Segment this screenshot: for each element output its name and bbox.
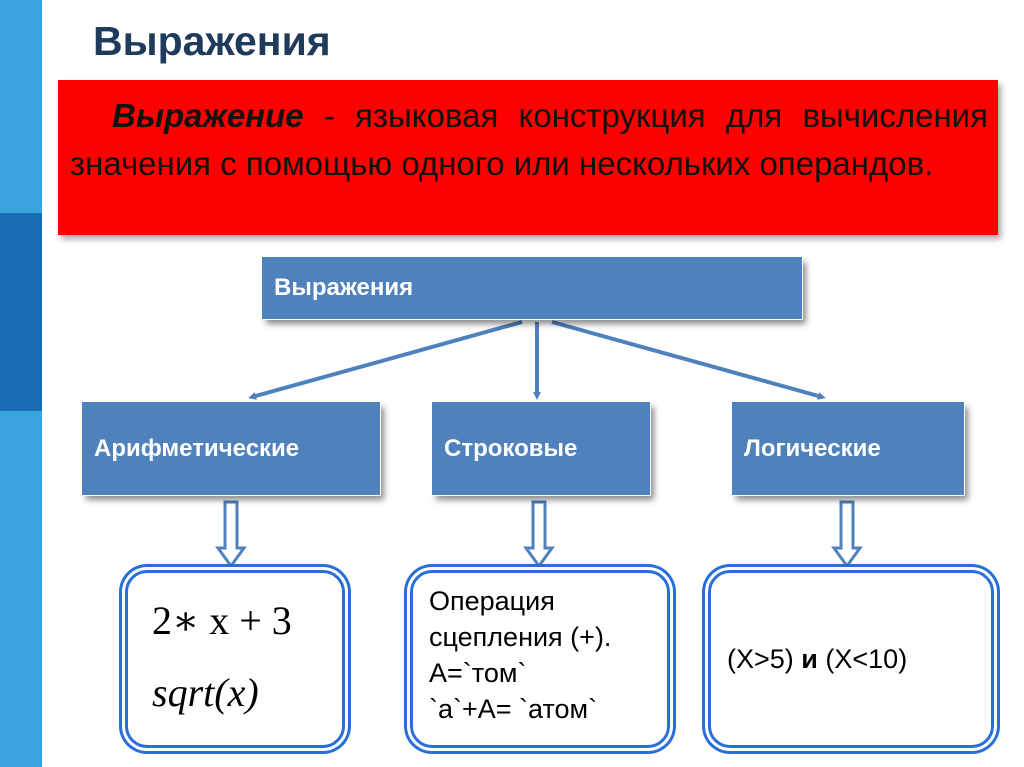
root-to-children-arrows: [248, 320, 826, 400]
root-node-expressions: Выражения: [262, 257, 802, 319]
string-example-text: Операция сцепления (+). A=`том` `a`+A= `…: [429, 583, 665, 727]
definition-box: Выражение - языковая конструкция для выч…: [58, 80, 998, 235]
formula-sqrt: sqrt(x): [152, 670, 259, 715]
node-arithmetic-label: Арифметические: [94, 434, 300, 462]
example-box-logic: (X>5) и (X<10): [708, 570, 994, 748]
logic-example-text: (X>5) и (X<10): [727, 644, 907, 675]
child-to-example-arrows: [215, 500, 863, 569]
logic-part-1: (X>5): [727, 644, 802, 674]
root-node-label: Выражения: [274, 274, 414, 301]
definition-text: Выражение - языковая конструкция для выч…: [70, 92, 988, 188]
down-arrow-logic: [831, 500, 863, 569]
node-arithmetic: Арифметические: [82, 402, 380, 495]
node-string: Строковые: [432, 402, 650, 495]
node-string-label: Строковые: [444, 434, 578, 462]
node-logic-label: Логические: [744, 434, 881, 462]
string-line-4: `a`+A= `атом`: [429, 694, 598, 724]
arrow-to-arithmetic: [248, 320, 523, 400]
example-box-string: Операция сцепления (+). A=`том` `a`+A= `…: [410, 570, 670, 748]
string-line-3: A=`том`: [429, 658, 527, 688]
down-arrow-string: [523, 500, 555, 569]
example-box-arithmetic: 2∗ x + 3 sqrt(x): [125, 570, 345, 748]
string-line-2: сцепления (+).: [429, 622, 612, 652]
definition-body: - языковая конструкция для вычисления зн…: [70, 97, 988, 182]
string-line-1: Операция: [429, 586, 555, 616]
down-arrow-arithmetic: [215, 500, 247, 569]
arrow-to-logic: [551, 320, 826, 400]
logic-operator-and: и: [801, 644, 818, 674]
logic-part-3: (X<10): [817, 644, 908, 674]
page-title: Выражения: [93, 18, 331, 64]
definition-term: Выражение: [112, 97, 304, 134]
side-decoration-accent: [0, 213, 42, 411]
node-logic: Логические: [732, 402, 964, 495]
formula-expression: 2∗ x + 3: [152, 598, 292, 643]
